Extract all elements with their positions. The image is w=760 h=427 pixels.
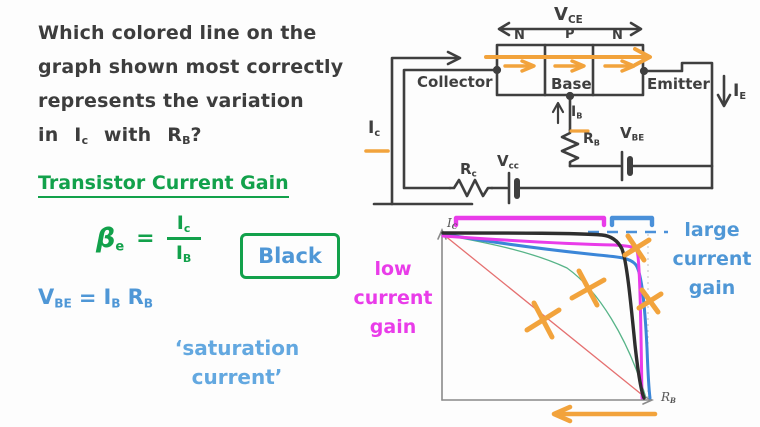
x-mark-red [524, 300, 562, 340]
curve-green [443, 234, 647, 399]
vcc-label: Vcc [497, 152, 519, 172]
curve-blue [441, 232, 652, 400]
collector-wire [402, 68, 499, 190]
p-region-label: P [565, 27, 575, 42]
n-region-left-label: N [514, 28, 525, 43]
low-gain-line-2: current [353, 287, 433, 309]
low-gain-line-1: low [374, 258, 412, 280]
question-line-1: Which colored line on the [38, 22, 317, 44]
saturation-note: ‘saturation current’ [162, 334, 312, 392]
ic-label: Ic [368, 118, 381, 139]
low-gain-line-3: gain [369, 316, 417, 338]
large-current-gain-label: large current gain [664, 216, 760, 303]
question-line-3: represents the variation [38, 90, 304, 112]
large-gain-line-3: gain [688, 277, 736, 299]
saturation-line-2: current’ [191, 365, 283, 389]
answer-box: Black [240, 233, 340, 279]
collector-label: Collector [417, 73, 493, 91]
vbe-v: V [38, 285, 55, 309]
x-mark-magenta [622, 233, 652, 263]
ie-label: IE [733, 81, 747, 102]
curve-black [441, 231, 646, 400]
large-gain-line-1: large [684, 219, 740, 241]
rc-label: Rc [460, 160, 477, 180]
answer-label: Black [258, 244, 322, 268]
n-region-right-label: N [612, 28, 623, 43]
question-line-4: in Ic with RB? [38, 124, 202, 147]
rb-label: RB [583, 131, 600, 148]
resistor-rb [560, 128, 580, 168]
graph-xlabel: RB [661, 390, 676, 405]
question-line-2: graph shown most correctly [38, 56, 344, 78]
low-gain-bracket [453, 215, 607, 228]
low-current-gain-label: low current gain [348, 255, 438, 342]
decreasing-rb-arrow [551, 404, 658, 424]
beta-symbol: β [96, 222, 116, 254]
large-gain-line-2: current [672, 248, 752, 270]
vbe-r-sub: B [143, 296, 154, 311]
x-mark-blue [636, 287, 664, 315]
saturation-line-1: ‘saturation [174, 336, 300, 360]
fraction-numerator: Ic [176, 212, 191, 236]
graph-axes [437, 228, 654, 405]
q4-mid: with [103, 124, 152, 146]
section-heading: Transistor Current Gain [38, 172, 289, 198]
curve-magenta [441, 234, 644, 400]
ic-current-path [390, 56, 458, 206]
beta-fraction: Ic IB [166, 212, 201, 265]
q4-symbol-rb: R [167, 124, 183, 146]
vbe-label: VBE [620, 124, 645, 144]
vbe-i-sub: B [111, 296, 121, 311]
graph-plot [437, 215, 668, 424]
vbe-equation: VBE = IB RB [38, 285, 153, 310]
vbe-i: I [103, 285, 112, 309]
q4-symbol-ic: I [74, 124, 82, 146]
vce-label: VCE [554, 4, 583, 26]
beta-sub: e [115, 239, 125, 255]
vbe-r: R [127, 285, 144, 309]
emitter-label: Emitter [647, 75, 710, 93]
q4-pre: in [38, 124, 59, 146]
base-label: Base [551, 75, 592, 93]
x-mark-green [569, 268, 607, 308]
fraction-denominator: IB [175, 241, 192, 265]
beta-equals: = [136, 225, 155, 251]
fraction-bar [166, 237, 201, 240]
vbe-v-sub: BE [54, 296, 72, 311]
vbe-equals: = [78, 285, 97, 310]
circuit-wires [372, 21, 732, 206]
q4-sub-ic: c [81, 134, 89, 148]
q4-question-mark: ? [190, 124, 202, 146]
graph-ylabel: IC [447, 216, 458, 231]
resistor-rc [448, 178, 494, 198]
q4-sub-rb: B [182, 134, 191, 148]
rejection-x-marks [524, 233, 664, 340]
electron-flow-arrows [364, 47, 652, 153]
large-gain-bracket [609, 215, 655, 228]
emitter-wire [642, 61, 714, 190]
beta-formula: βe = Ic IB [96, 212, 201, 265]
ib-label: IB [571, 104, 583, 121]
